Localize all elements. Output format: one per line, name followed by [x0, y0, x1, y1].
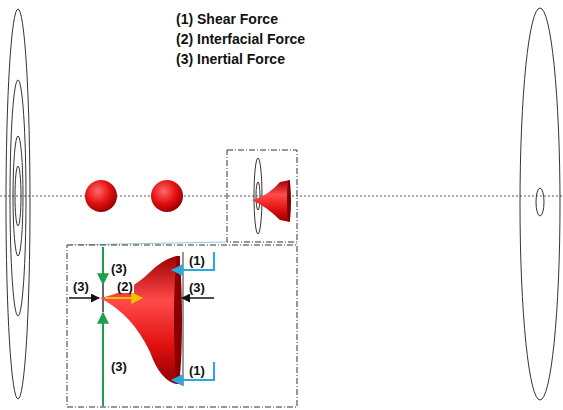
legend-key-text: (2) Interfacial Force — [176, 32, 305, 46]
callout-number: (1) — [188, 254, 206, 267]
callout-number: (3) — [72, 280, 90, 293]
callout-number: (3) — [188, 281, 206, 294]
callout-number: (3) — [110, 262, 128, 275]
legend-key-text: (3) Inertial Force — [176, 52, 285, 66]
callout-number: (1) — [188, 364, 206, 377]
legend-key-text: (1) Shear Force — [176, 12, 278, 26]
callout-number: (3) — [110, 360, 128, 373]
callout-number: (2) — [116, 280, 134, 293]
